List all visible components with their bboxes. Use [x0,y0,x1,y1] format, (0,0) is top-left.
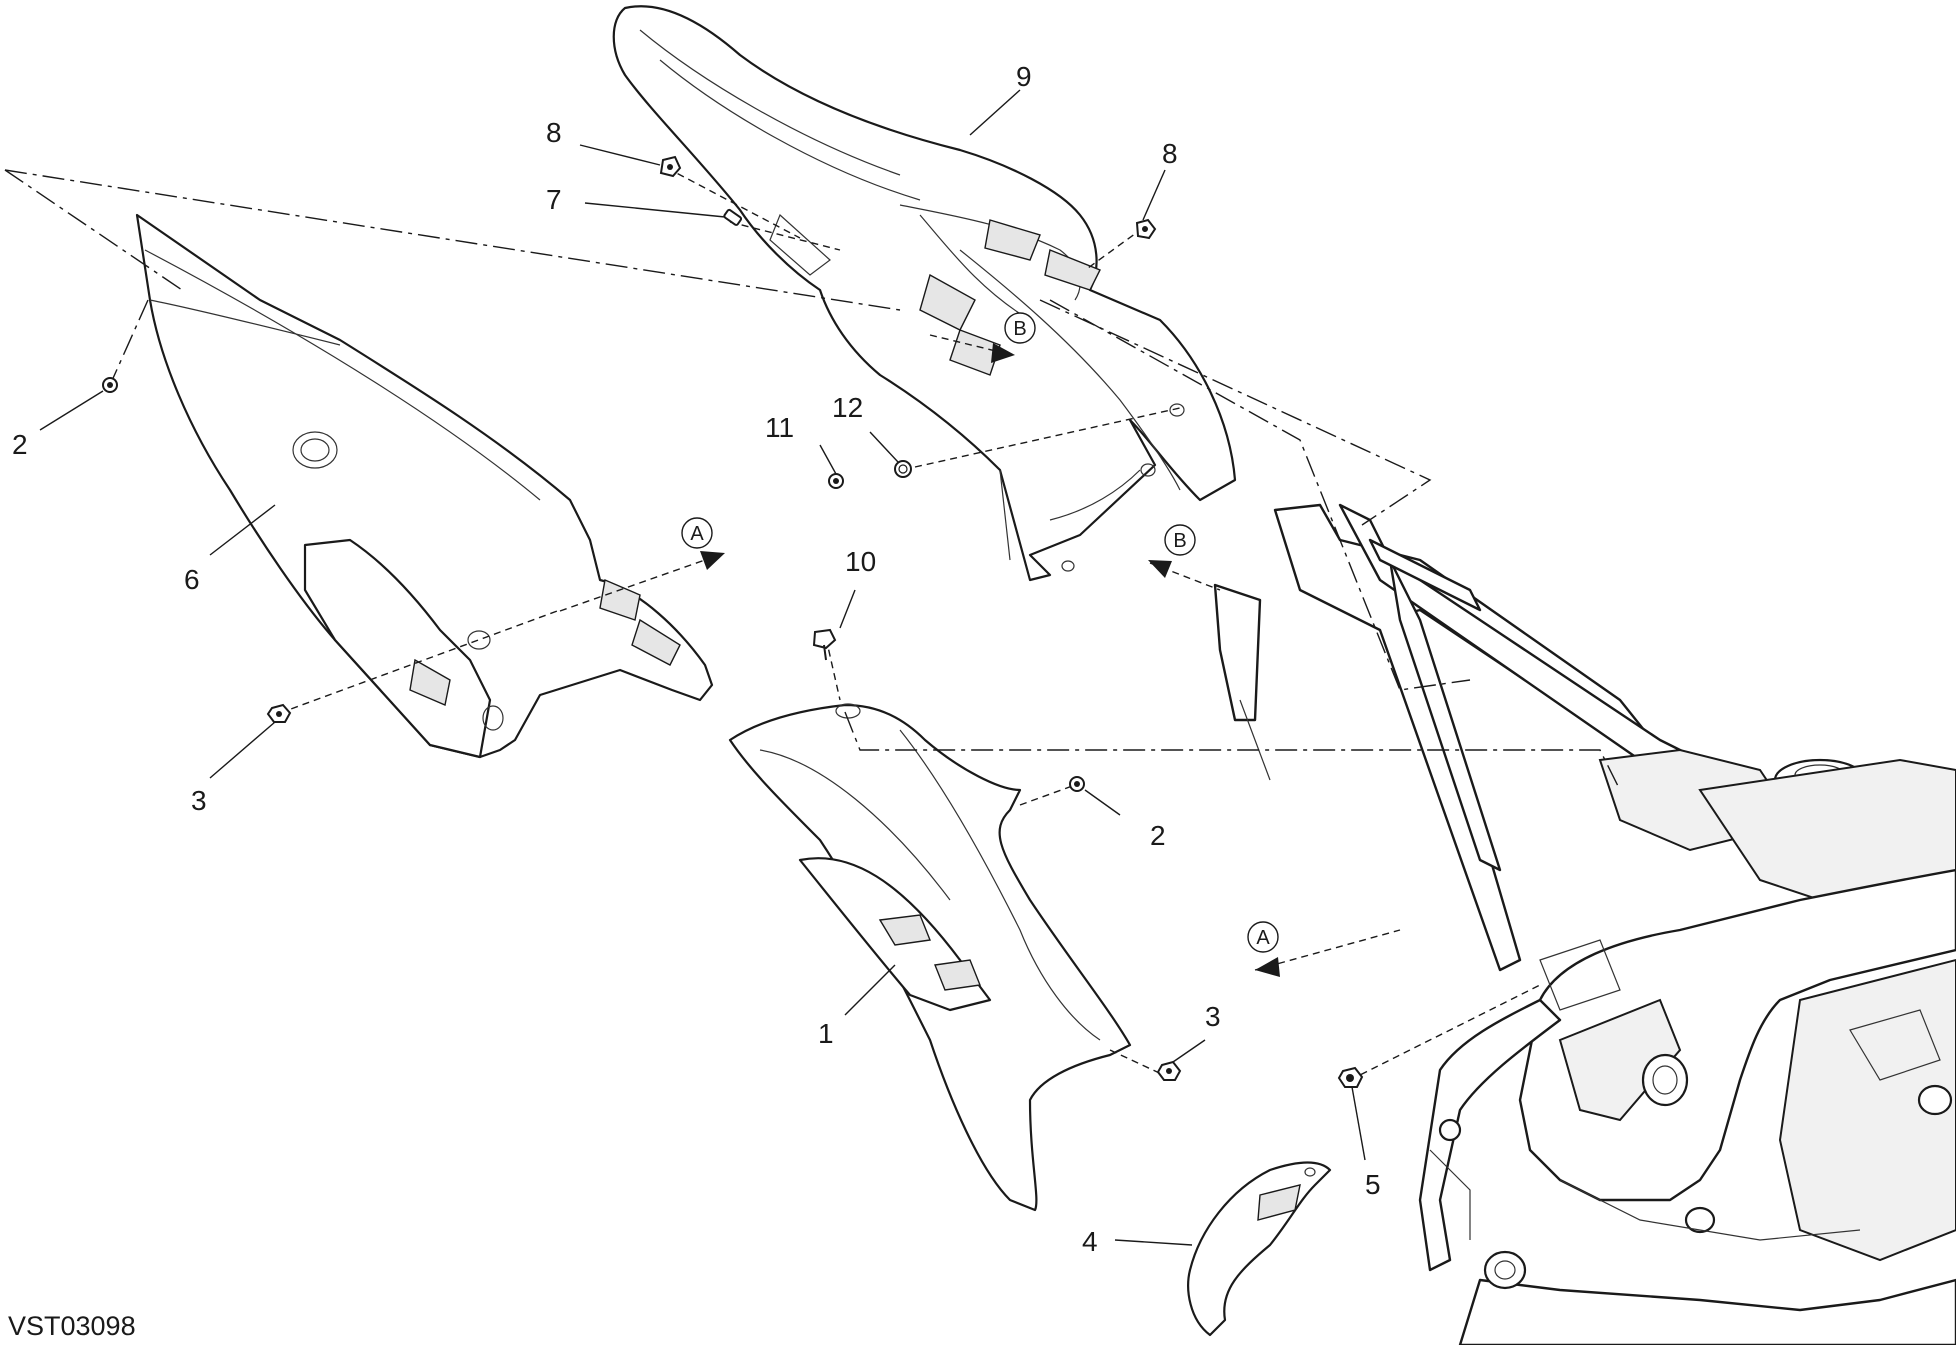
callout-9: 9 [1016,61,1032,92]
part-9-rear-mudguard [612,5,1237,582]
part-4-heat-shield [1187,1161,1332,1337]
callout-4: 4 [1082,1226,1098,1257]
callout-5: 5 [1365,1169,1381,1200]
fastener-2-right [1069,776,1085,792]
fastener-12 [894,460,912,478]
fastener-11 [828,473,844,489]
direction-arrows [559,334,1401,977]
callout-8-left: 8 [546,117,562,148]
callout-8-right: 8 [1162,138,1178,169]
reference-marker-b-top: B [1004,312,1036,344]
fastener-2-left [102,377,118,393]
callout-6: 6 [184,564,200,595]
part-6-left-side-panel [135,213,714,759]
callout-3-left: 3 [191,785,207,816]
callout-11: 11 [765,412,794,443]
fastener-7 [723,208,743,226]
fasteners [102,155,1364,1088]
arrow-head-a-right [1255,957,1280,977]
callout-3-right: 3 [1205,1001,1221,1032]
svg-text:B: B [1173,530,1186,552]
callout-7: 7 [546,184,562,215]
callout-12: 12 [832,392,863,423]
callout-2-right: 2 [1150,820,1166,851]
fastener-8-right [1135,218,1157,240]
fastener-8-left [659,155,682,178]
fastener-10 [812,628,837,661]
leader-lines [39,89,1366,1246]
motorcycle-frame [1213,503,1956,1345]
part-1-right-side-panel [728,703,1132,1212]
arrow-head-b-top [991,343,1015,363]
arrow-head-a-left [700,551,725,570]
callout-labels: 1 2 2 3 3 4 5 6 7 8 8 9 10 11 12 [12,61,1381,1257]
fastener-3-right [1156,1060,1182,1081]
fastener-5 [1337,1066,1364,1088]
svg-text:B: B [1013,318,1026,340]
diagram-code: VST03098 [8,1311,136,1341]
reference-marker-a-right: A [1247,921,1279,953]
svg-text:A: A [1256,927,1270,949]
callout-10: 10 [845,546,876,577]
reference-marker-a-left: A [681,517,713,549]
reference-markers: A A B B [681,312,1279,953]
fastener-3-left [266,703,292,723]
callout-2-left: 2 [12,429,28,460]
assembly-lines [4,167,1621,1081]
arrow-head-b-right [1148,560,1172,578]
callout-1: 1 [818,1018,834,1049]
svg-text:A: A [690,523,704,545]
reference-marker-b-right: B [1164,524,1196,556]
